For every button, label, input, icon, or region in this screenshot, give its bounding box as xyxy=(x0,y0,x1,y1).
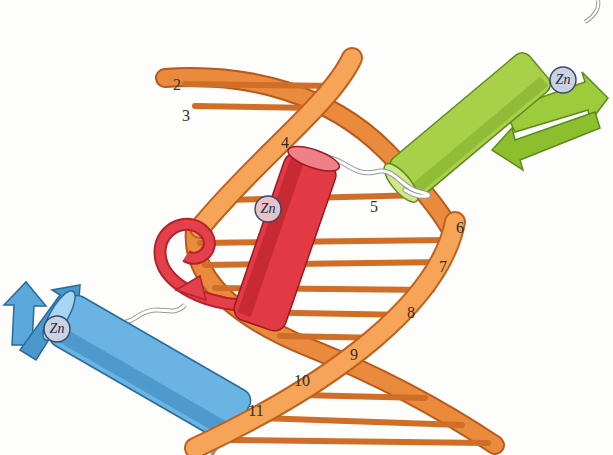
alpha-helix-cylinder xyxy=(231,141,342,334)
alpha-helix-cylinder xyxy=(37,287,255,445)
helix-shade xyxy=(410,76,548,194)
beta-strand-curl xyxy=(160,224,240,305)
protein-thread xyxy=(585,0,598,22)
dna-strand xyxy=(200,58,352,228)
dna-front-strands xyxy=(195,222,455,448)
callout-number: 10 xyxy=(294,373,310,389)
callout-number: 8 xyxy=(407,305,415,321)
dna-front-strands xyxy=(200,58,352,228)
helix-end-cap xyxy=(285,141,342,176)
green-zinc-finger xyxy=(379,0,608,207)
helix-end-cap xyxy=(37,287,81,344)
zinc-ion xyxy=(550,67,576,93)
zinc-label: Zn xyxy=(261,202,276,216)
callout-number: 9 xyxy=(350,347,358,363)
dna-strand xyxy=(195,222,455,448)
beta-strand-curl xyxy=(160,224,240,305)
callout-number: 3 xyxy=(182,108,190,124)
helix-shade xyxy=(238,157,305,317)
helix-body xyxy=(45,291,255,444)
zinc-label: Zn xyxy=(556,73,571,87)
zinc-ion xyxy=(255,196,281,222)
dna-strand-outline xyxy=(195,222,455,448)
helix-body xyxy=(231,150,339,334)
base-pair xyxy=(228,440,488,443)
dna-strand-outline xyxy=(200,58,352,228)
helix-shade xyxy=(52,325,233,438)
beta-strand-arrow xyxy=(176,276,206,300)
base-pair xyxy=(195,106,316,108)
callout-number: 7 xyxy=(439,259,447,275)
zinc-ion xyxy=(44,316,70,342)
protein-thread xyxy=(585,0,598,22)
base-pair xyxy=(200,240,448,243)
base-pair xyxy=(300,395,425,398)
red-zinc-finger xyxy=(160,141,342,334)
base-pair xyxy=(185,84,338,86)
base-pair xyxy=(205,262,446,265)
callout-number: 6 xyxy=(456,220,464,236)
callout-number: 4 xyxy=(281,135,289,151)
callout-number: 5 xyxy=(370,199,378,215)
callout-number: 2 xyxy=(173,77,181,93)
helix-body xyxy=(386,49,555,201)
base-pair xyxy=(260,418,462,425)
callout-number: 11 xyxy=(248,403,263,419)
zinc-label: Zn xyxy=(50,322,65,336)
